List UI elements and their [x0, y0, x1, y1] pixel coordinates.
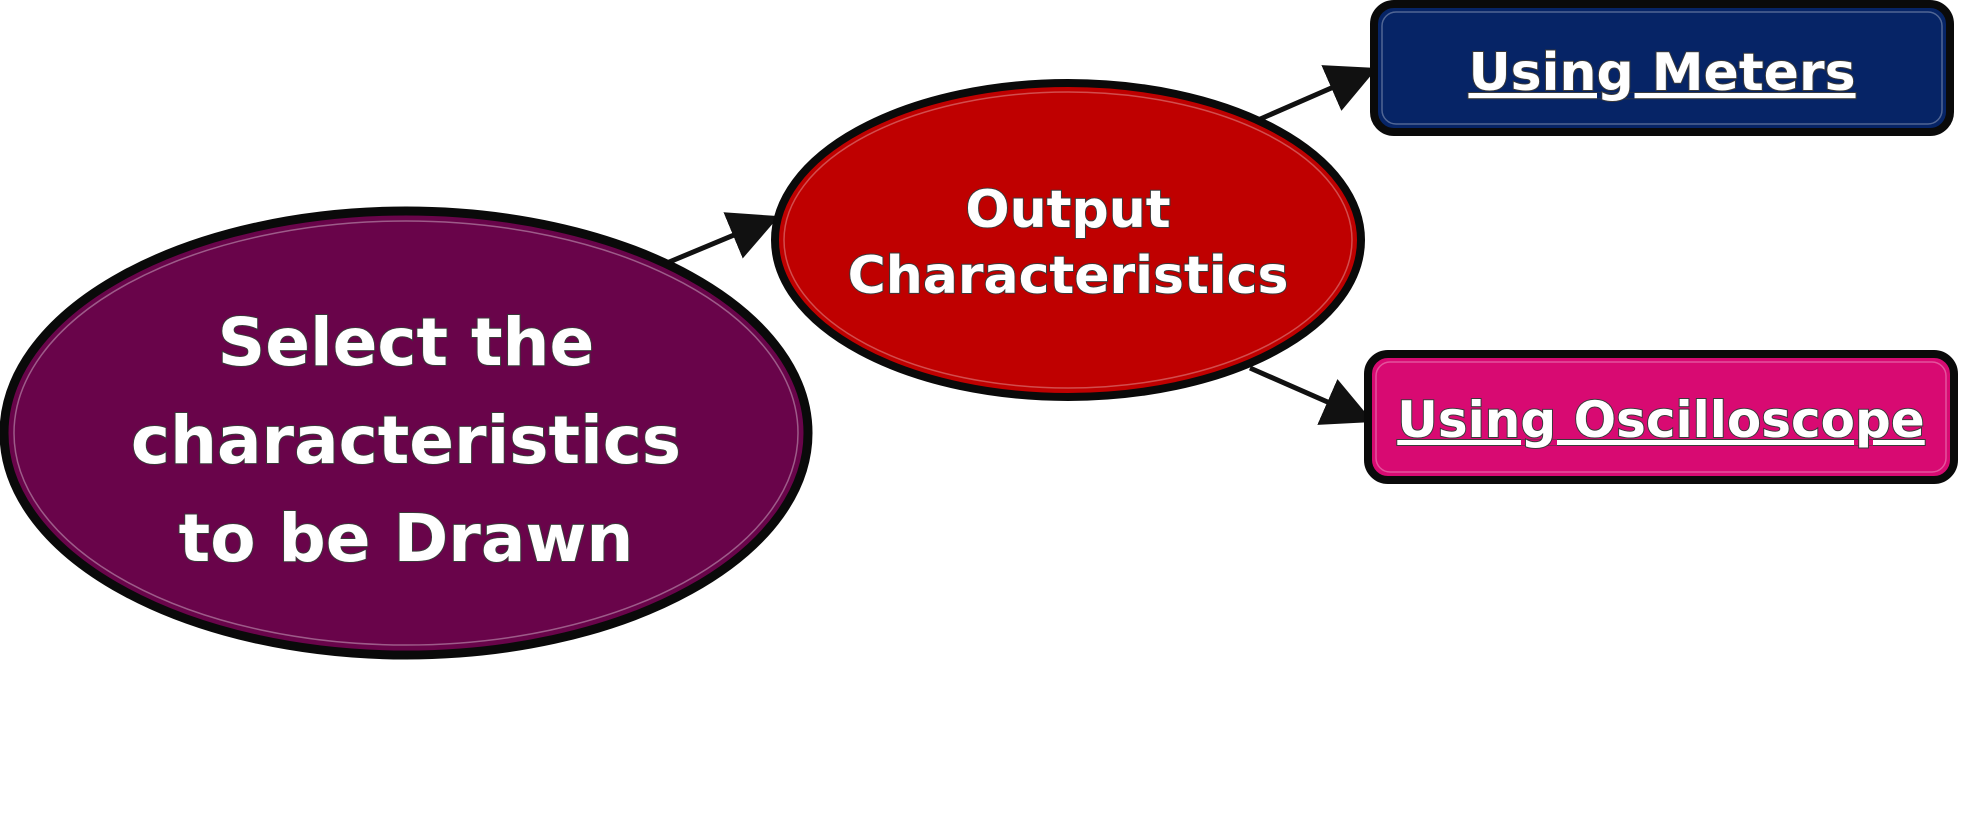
select-node-shape	[0, 206, 813, 660]
output-node-line2: Characteristics	[848, 246, 1289, 306]
oscilloscope-node-label: Using Oscilloscope	[1397, 391, 1924, 449]
output-node-inner-border	[783, 91, 1353, 389]
select-node-line2: characteristics	[131, 402, 681, 479]
output-node-shape	[771, 79, 1365, 401]
select-node-inner-border	[13, 220, 799, 646]
using-oscilloscope-node[interactable]: Using Oscilloscope	[1364, 350, 1958, 484]
using-meters-node[interactable]: Using Meters	[1370, 0, 1954, 136]
arrow-output-to-meters	[1257, 65, 1378, 123]
select-characteristics-node[interactable]: Select the characteristics to be Drawn	[0, 206, 813, 660]
output-characteristics-node[interactable]: Output Characteristics	[771, 79, 1365, 401]
arrow-select-to-output	[661, 212, 780, 268]
select-node-line3: to be Drawn	[179, 500, 634, 577]
meters-node-shape	[1370, 0, 1954, 136]
meters-node-inner-border	[1381, 11, 1943, 125]
output-node-line1: Output	[965, 180, 1170, 240]
arrow-output-to-oscilloscope	[1248, 365, 1374, 425]
meters-node-label: Using Meters	[1468, 43, 1855, 103]
oscilloscope-node-inner-border	[1375, 361, 1947, 473]
oscilloscope-node-shape	[1364, 350, 1958, 484]
select-node-line1: Select the	[218, 304, 595, 381]
